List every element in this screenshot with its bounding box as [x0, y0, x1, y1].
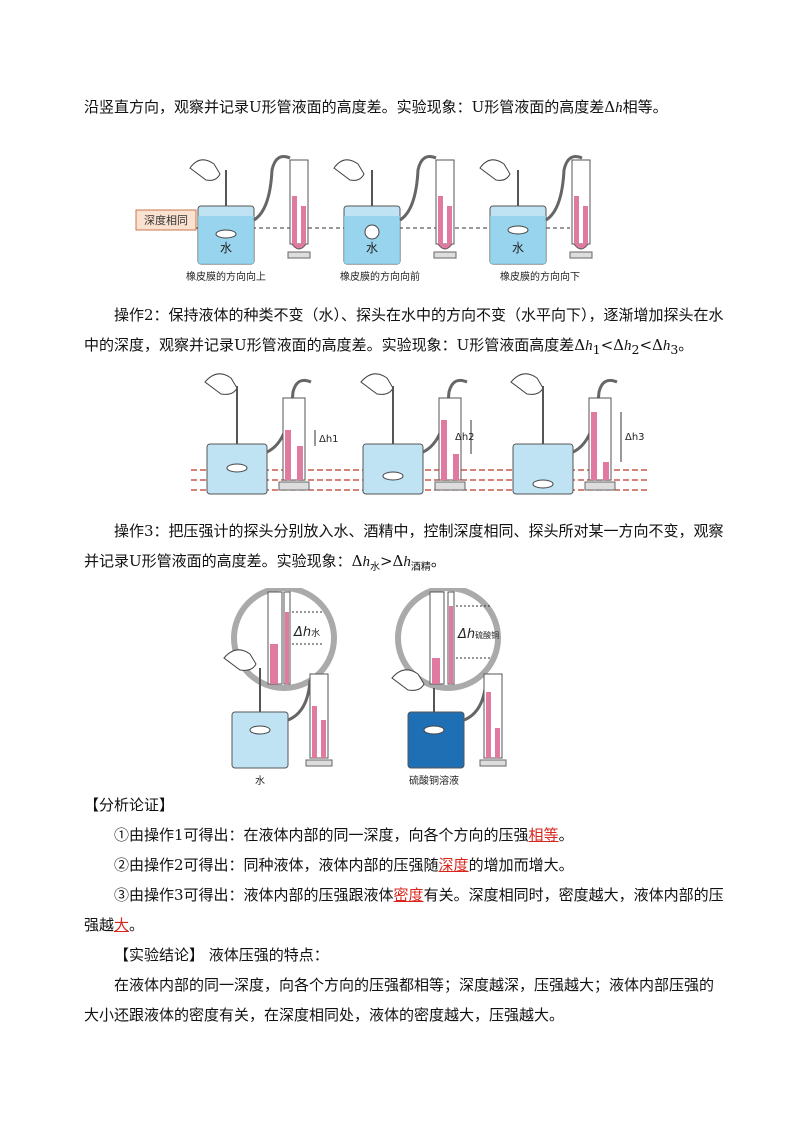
tag-same-depth: 深度相同	[144, 213, 188, 227]
conclusion-body: 在液体内部的同一深度，向各个方向的压强都相等；深度越深，压强越大；液体内部压强的…	[84, 976, 715, 1024]
setup-depth-3: Δh3	[510, 373, 645, 495]
water-label-3: 水	[512, 241, 524, 255]
figure-same-depth-directions: 深度相同 水 橡皮膜的方向向上 水 橡皮膜的方向向前	[135, 155, 593, 283]
answer-equal: 相等	[528, 826, 559, 844]
label-dh-copper-sub: 硫酸铜	[475, 630, 499, 640]
tag-box	[135, 209, 197, 231]
label-dh-water: Δh	[293, 625, 311, 640]
caption-forward: 橡皮膜的方向向前	[340, 270, 420, 283]
svg-text:Δh水: Δh水	[293, 625, 320, 640]
analysis-conclusion-1: ①由操作1可得出：在液体内部的同一深度，向各个方向的压强相等。	[114, 826, 574, 844]
caption-up: 橡皮膜的方向向上	[186, 270, 266, 283]
caption-water: 水	[255, 775, 265, 787]
figure-increasing-depth: Δh1 Δh2 Δh3	[191, 373, 647, 495]
analysis-title: 【分析论证】	[84, 796, 175, 814]
answer-depth: 深度	[438, 856, 469, 874]
zoom-water: Δh水	[231, 588, 337, 691]
answer-density: 密度	[393, 886, 424, 904]
water-label-2: 水	[366, 241, 378, 255]
setup-depth-2: Δh2	[360, 373, 475, 495]
svg-text:Δh硫酸铜: Δh硫酸铜	[457, 627, 499, 642]
setup-depth-1: Δh1	[204, 373, 339, 495]
setup-forward: 水	[333, 155, 457, 265]
setup-down: 水	[479, 155, 593, 265]
setup-copper-sulfate	[391, 669, 507, 769]
paragraph-operation3: 操作3：把压强计的探头分别放入水、酒精中，控制深度相同、探头所对某一方向不变，观…	[84, 522, 724, 573]
caption-copper-sulfate: 硫酸铜溶液	[409, 774, 459, 787]
setup-up: 水	[189, 155, 311, 265]
analysis-conclusion-3: ③由操作3可得出：液体内部的压强跟液体密度有关。深度相同时，密度越大，液体内部的…	[84, 886, 724, 934]
zoom-copper-sulfate: Δh硫酸铜	[395, 588, 501, 691]
paragraph-operation2: 操作2：保持液体的种类不变（水）、探头在水中的方向不变（水平向下），逐渐增加探头…	[84, 306, 724, 357]
figure-liquid-density: Δh水 水 Δh硫酸铜 硫酸铜溶液	[223, 588, 507, 787]
label-dh2: Δh2	[455, 432, 475, 443]
water-label-1: 水	[220, 241, 232, 255]
answer-greater: 大	[114, 916, 130, 934]
label-dh-water-sub: 水	[311, 627, 320, 639]
label-dh1: Δh1	[319, 434, 339, 445]
caption-down: 橡皮膜的方向向下	[500, 270, 580, 283]
conclusion-title: 【实验结论】 液体压强的特点：	[114, 946, 329, 964]
label-dh3: Δh3	[625, 432, 645, 443]
setup-water	[223, 649, 333, 769]
analysis-conclusion-2: ②由操作2可得出：同种液体，液体内部的压强随深度的增加而增大。	[114, 856, 574, 874]
paragraph-operation1-result: 沿竖直方向，观察并记录U形管液面的高度差。实验现象：U形管液面的高度差Δh相等。	[84, 98, 668, 116]
label-dh-copper: Δh	[457, 627, 475, 642]
